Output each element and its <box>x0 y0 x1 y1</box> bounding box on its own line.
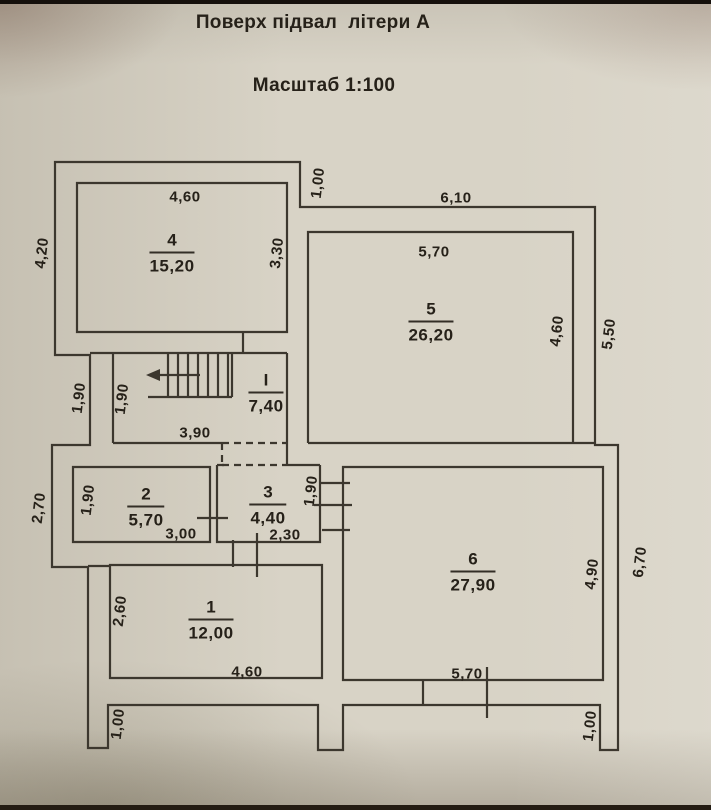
room-2-number: 2 <box>127 484 165 508</box>
room-3-number: 3 <box>249 482 287 506</box>
outer-wall <box>50 160 620 752</box>
room-1-outline <box>108 563 324 680</box>
room-4-area: 15,20 <box>149 256 195 276</box>
room-5-number: 5 <box>408 299 454 323</box>
room-6-label: 6 27,90 <box>450 549 496 596</box>
scale-label: Масштаб 1:100 <box>252 75 396 96</box>
dim-room5-top: 5,70 <box>418 243 450 261</box>
room3-right-ticks <box>314 481 352 532</box>
page-title: Поверх підвал літери А <box>195 12 431 33</box>
room-6-number: 6 <box>450 549 496 573</box>
photo-edge-bottom <box>0 805 711 810</box>
dim-room2-bottom: 3,00 <box>165 525 197 543</box>
room-4-number: 4 <box>149 230 195 254</box>
room-6-area: 27,90 <box>450 575 496 595</box>
room-1-number: 1 <box>188 597 234 621</box>
room-5-outline <box>306 230 595 445</box>
room-2-area: 5,70 <box>128 510 164 530</box>
hall-area: 7,40 <box>248 396 284 416</box>
room-5-area: 26,20 <box>408 325 454 345</box>
dim-room3-bottom: 2,30 <box>269 526 301 544</box>
hall-dashed-passage <box>220 441 287 467</box>
room-5-label: 5 26,20 <box>408 299 454 346</box>
dim-room6-bottom: 5,70 <box>451 665 483 683</box>
room-3-label: 3 4,40 <box>249 482 287 529</box>
dim-hall-bottom: 3,90 <box>179 424 211 442</box>
room-6-outline <box>341 465 605 682</box>
room-2-label: 2 5,70 <box>127 484 165 531</box>
dim-room1-bottom: 4,60 <box>231 663 263 681</box>
room-1-label: 1 12,00 <box>188 597 234 644</box>
hall-number: І <box>248 370 284 394</box>
room-1-area: 12,00 <box>188 623 234 643</box>
room-2-outline <box>71 465 212 544</box>
dim-room4-top: 4,60 <box>169 188 201 206</box>
room-3-area: 4,40 <box>250 508 286 528</box>
room-3-outline <box>215 463 322 544</box>
room-4-label: 4 15,20 <box>149 230 195 277</box>
bottom-wall-ticks <box>421 667 489 718</box>
corridor-wall-ticks <box>231 533 259 577</box>
hall-label: І 7,40 <box>248 370 284 417</box>
stairs-direction-arrow <box>146 369 200 381</box>
photo-edge-top <box>0 0 711 4</box>
dim-top-right: 6,10 <box>440 189 472 207</box>
room-4-outline <box>75 181 289 334</box>
